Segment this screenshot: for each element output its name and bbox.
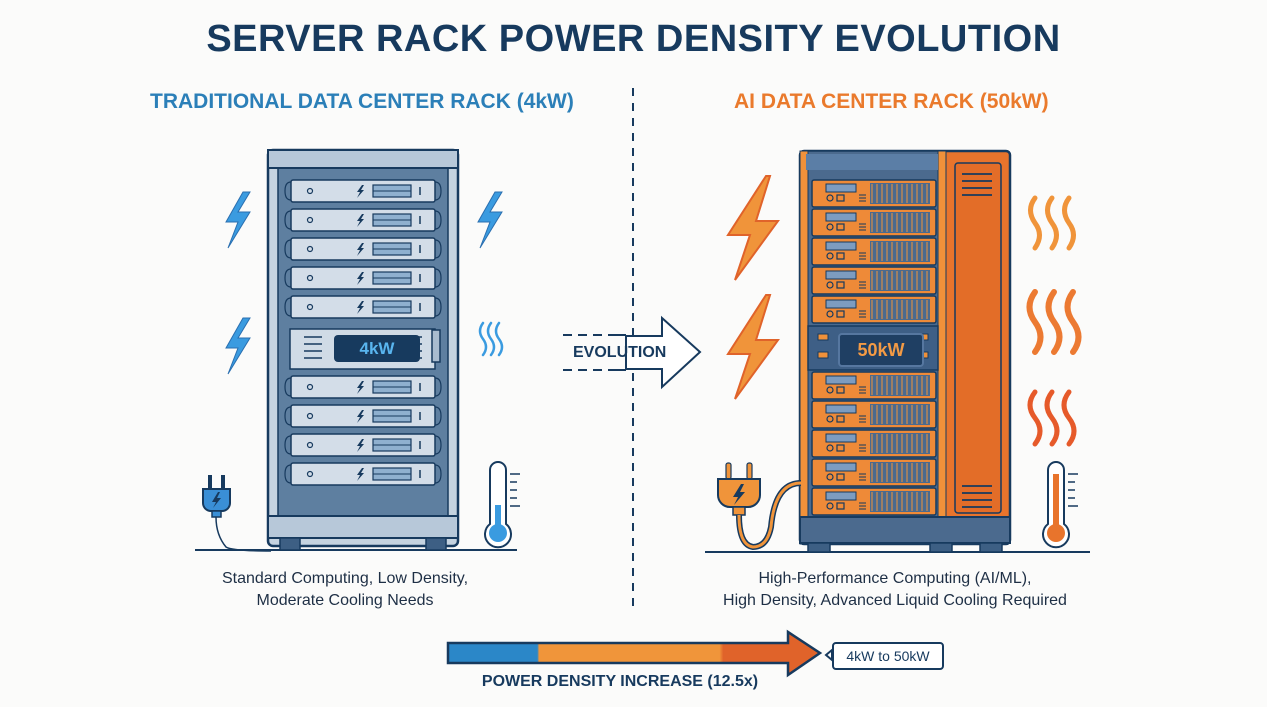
lightning-icon xyxy=(726,175,780,281)
server-unit xyxy=(284,179,442,203)
server-unit xyxy=(811,266,937,295)
server-unit xyxy=(284,433,442,457)
range-callout: 4kW to 50kW xyxy=(832,642,944,670)
server-unit xyxy=(811,487,937,516)
lightning-icon xyxy=(225,317,251,375)
server-unit xyxy=(284,462,442,486)
page-title: SERVER RACK POWER DENSITY EVOLUTION xyxy=(206,18,1061,60)
caption-line: High Density, Advanced Liquid Cooling Re… xyxy=(723,592,1067,609)
power-plug-icon xyxy=(717,462,802,551)
server-unit xyxy=(284,266,442,290)
lightning-icon xyxy=(225,191,251,249)
server-unit xyxy=(811,295,937,324)
caption-line: Moderate Cooling Needs xyxy=(256,592,434,609)
heat-waves-icon xyxy=(1027,389,1077,447)
rack-power-badge-50kw: 50kW xyxy=(838,333,924,367)
heat-waves-icon xyxy=(1026,289,1082,355)
server-unit xyxy=(284,295,442,319)
server-unit xyxy=(811,208,937,237)
thermometer-icon xyxy=(484,461,520,549)
power-density-arrow xyxy=(446,629,823,678)
ai-rack xyxy=(798,149,1012,553)
lightning-icon xyxy=(726,294,780,400)
traditional-rack-heading: TRADITIONAL DATA CENTER RACK (4kW) xyxy=(150,90,574,113)
server-unit xyxy=(811,429,937,458)
heat-waves-icon xyxy=(1028,195,1076,251)
rack-power-badge-4kw: 4kW xyxy=(334,335,420,362)
server-unit xyxy=(811,179,937,208)
traditional-rack-caption: Standard Computing, Low Density, Moderat… xyxy=(195,568,495,612)
server-unit xyxy=(284,208,442,232)
server-unit xyxy=(284,375,442,399)
lightning-icon xyxy=(477,191,503,249)
heat-waves-icon xyxy=(478,321,504,357)
thermometer-icon xyxy=(1042,461,1078,549)
ai-rack-heading: AI DATA CENTER RACK (50kW) xyxy=(734,90,1049,113)
server-unit xyxy=(811,237,937,266)
server-unit xyxy=(284,237,442,261)
evolution-arrow xyxy=(563,315,702,390)
server-unit xyxy=(811,400,937,429)
server-unit xyxy=(811,371,937,400)
ai-rack-caption: High-Performance Computing (AI/ML), High… xyxy=(695,568,1095,612)
power-plug-icon xyxy=(202,475,272,552)
server-unit xyxy=(811,458,937,487)
side-cooling-panel xyxy=(954,162,1002,514)
evolution-label: EVOLUTION xyxy=(573,344,667,361)
caption-line: High-Performance Computing (AI/ML), xyxy=(758,570,1032,587)
door-handle xyxy=(431,329,441,363)
server-unit xyxy=(284,404,442,428)
caption-line: Standard Computing, Low Density, xyxy=(221,570,469,587)
power-density-label: POWER DENSITY INCREASE (12.5x) xyxy=(481,673,759,690)
